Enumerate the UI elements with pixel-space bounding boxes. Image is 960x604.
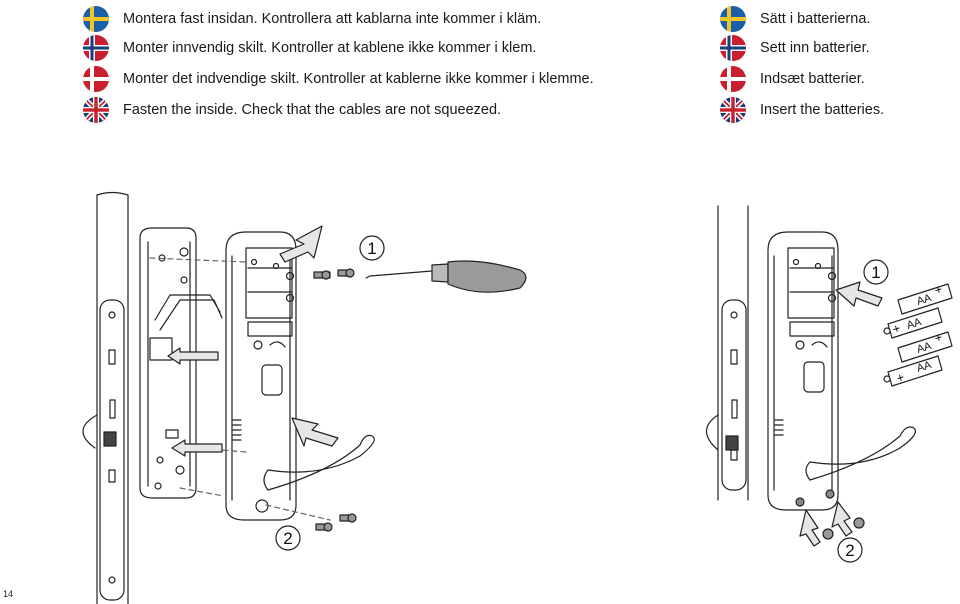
battery-4-label: AA: [915, 359, 933, 375]
battery-3: AA +: [897, 329, 953, 363]
instruction-row-no: Monter innvendig skilt. Kontroller at ka…: [83, 35, 536, 61]
battery-2-plus: +: [890, 320, 902, 337]
step-1-marker: 1: [359, 235, 385, 261]
step-1-label: 1: [367, 239, 376, 258]
screwdriver: [365, 260, 527, 293]
mounting-plate: [139, 227, 223, 499]
instruction-row-dk: Indsæt batterier.: [720, 66, 865, 92]
instruction-row-en: Insert the batteries.: [720, 97, 884, 123]
screws-bottom: [315, 513, 357, 532]
instruction-text-dk: Monter det indvendige skilt. Kontroller …: [123, 71, 594, 87]
arrows: [799, 281, 883, 547]
step-2-marker: 2: [275, 525, 301, 551]
door-edge: [82, 191, 129, 604]
door-edge: [705, 205, 749, 501]
battery-4: AA +: [883, 355, 943, 387]
instruction-row-sv: Sätt i batterierna.: [720, 6, 870, 32]
page-number: 14: [3, 589, 14, 599]
battery-1: AA +: [897, 281, 953, 315]
small-screws: [822, 517, 865, 540]
instruction-text-sv: Montera fast insidan. Kontrollera att ka…: [123, 11, 542, 27]
arrows: [167, 225, 339, 457]
battery-3-label: AA: [915, 340, 933, 356]
instruction-row-dk: Monter det indvendige skilt. Kontroller …: [83, 66, 594, 92]
instruction-text-en: Insert the batteries.: [760, 102, 885, 118]
screws-top: [313, 268, 355, 280]
instruction-text-no: Monter innvendig skilt. Kontroller at ka…: [123, 40, 537, 56]
instruction-text-sv: Sätt i batterierna.: [760, 11, 871, 27]
instruction-text-no: Sett inn batterier.: [760, 40, 870, 56]
door-handle: [263, 434, 375, 491]
lock-body: [225, 231, 297, 521]
battery-3-plus: +: [932, 329, 944, 346]
instruction-row-en: Fasten the inside. Check that the cables…: [83, 97, 501, 123]
battery-4-plus: +: [894, 369, 906, 386]
battery-1-label: AA: [915, 292, 933, 308]
instruction-row-no: Sett inn batterier.: [720, 35, 870, 61]
battery-2-label: AA: [905, 316, 923, 332]
instruction-text-en: Fasten the inside. Check that the cables…: [123, 102, 502, 118]
step-2-marker: 2: [837, 537, 863, 563]
step-1-marker: 1: [863, 259, 889, 285]
step-2-label: 2: [845, 541, 854, 560]
dashed-guides: [149, 257, 331, 521]
door-handle: [805, 426, 916, 481]
batteries: AA + AA + AA + AA +: [883, 281, 953, 387]
instruction-row-sv: Montera fast insidan. Kontrollera att ka…: [83, 6, 541, 32]
step-1-label: 1: [871, 263, 880, 282]
battery-1-plus: +: [932, 281, 944, 298]
lock-body: [767, 231, 839, 511]
instruction-text-dk: Indsæt batterier.: [760, 71, 865, 87]
step-2-label: 2: [283, 529, 292, 548]
battery-2: AA +: [883, 307, 943, 339]
